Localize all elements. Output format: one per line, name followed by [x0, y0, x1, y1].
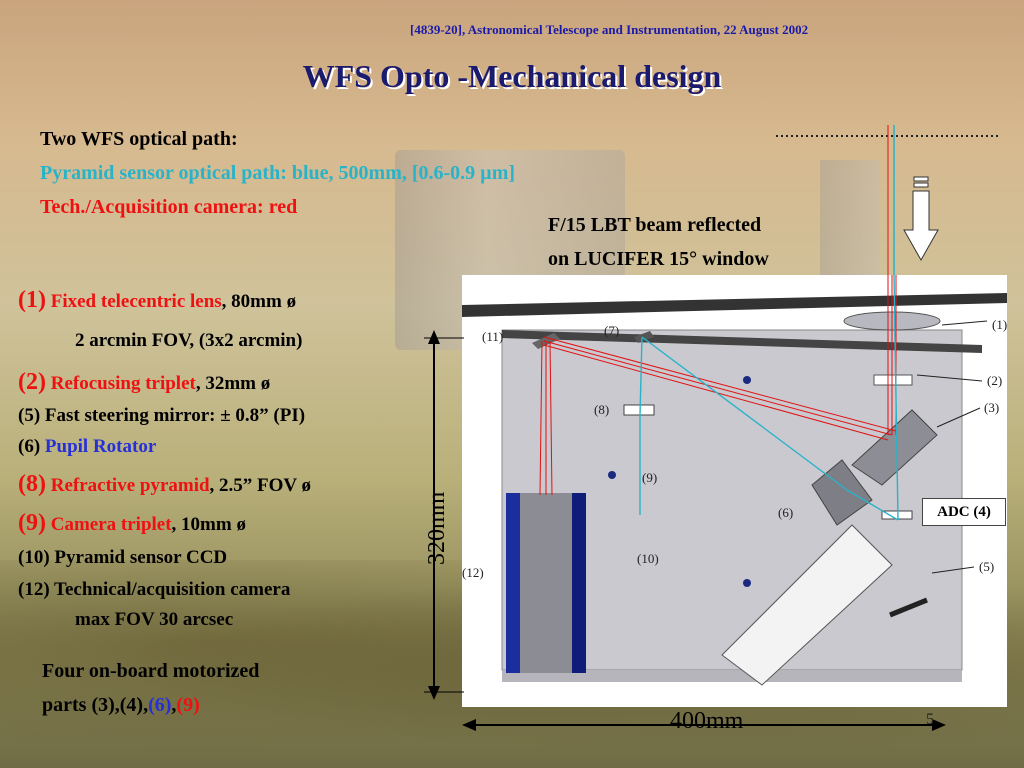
citation: [4839-20], Astronomical Telescope and In…: [410, 22, 809, 37]
beam-line-2: on LUCIFER 15° window: [548, 248, 769, 270]
label-9: (9): [642, 470, 657, 485]
intro-line-3: Tech./Acquisition camera: red: [40, 196, 297, 219]
beam-line-1: F/15 LBT beam reflected: [548, 214, 762, 236]
height-label: 320mm: [424, 491, 450, 565]
bench-hole: [608, 471, 616, 479]
intro-line-2: Pyramid sensor optical path: blue, 500mm…: [40, 162, 515, 185]
bench-hole: [743, 376, 751, 384]
component-5: (5) Fast steering mirror: ± 0.8” (PI): [18, 405, 306, 426]
steering-mirror: [889, 597, 928, 618]
label-8: (8): [594, 402, 609, 417]
tech-camera-edge: [572, 493, 586, 673]
beam-marker: [913, 176, 929, 182]
component-10: (10) Pyramid sensor CCD: [18, 547, 228, 568]
adc-label: ADC (4): [922, 498, 1006, 526]
top-rail: [462, 293, 1007, 317]
component-9: (9) Camera triplet, 10mm ø: [18, 510, 246, 536]
label-12: (12): [462, 565, 484, 580]
down-arrow-icon: [903, 190, 939, 262]
height-dimension: [424, 330, 464, 700]
refractive-pyramid: [623, 404, 655, 416]
motorized-line-2: parts (3),(4),(6),(9): [42, 694, 200, 716]
label-3: (3): [984, 400, 999, 415]
label-2: (2): [987, 373, 1002, 388]
upper-rail: [502, 330, 982, 353]
pupil-rotator: [811, 459, 873, 526]
motorized-line-1: Four on-board motorized: [42, 660, 260, 682]
component-1-detail: 2 arcmin FOV, (3x2 arcmin): [75, 330, 303, 351]
width-dimension: [462, 719, 946, 731]
component-6: (6) Pupil Rotator: [18, 436, 157, 457]
tech-camera-side: [506, 493, 520, 673]
bench-base: [502, 670, 962, 682]
refocusing-triplet: [873, 374, 913, 386]
width-label: 400mm: [670, 708, 744, 734]
component-12: (12) Technical/acquisition camera: [18, 579, 291, 600]
component-1: (1) Fixed telecentric lens, 80mm ø: [18, 287, 297, 313]
blue-beam-path: [639, 274, 899, 521]
label-5: (5): [979, 559, 994, 574]
page-number: 5: [926, 711, 934, 728]
label-10: (10): [637, 551, 659, 566]
pyramid-path-value: blue, 500mm, [0.6-0.9 µm]: [291, 162, 516, 184]
pyramid-ccd-body: [721, 524, 893, 686]
slide-title: WFS Opto -Mechanical design: [302, 58, 722, 94]
pyramid-path-label: Pyramid sensor optical path:: [40, 162, 292, 184]
tech-camera-path: Tech./Acquisition camera: red: [40, 196, 298, 218]
camera-triplet: [881, 510, 913, 520]
bench-hole: [743, 579, 751, 587]
component-8: (8) Refractive pyramid, 2.5” FOV ø: [18, 471, 312, 497]
intro-line-1: Two WFS optical path:: [40, 128, 238, 150]
label-6: (6): [778, 505, 793, 520]
label-11: (11): [482, 329, 503, 344]
label-1: (1): [992, 317, 1007, 332]
optical-layout-diagram: (1) (2) (3) (5) (6) (7) (8) (9) (10) (11…: [462, 274, 1007, 707]
red-beam-path: [539, 275, 897, 496]
component-2: (2) Refocusing triplet, 32mm ø: [18, 369, 271, 395]
mirror-7: [634, 331, 654, 343]
beam-indicator: [776, 125, 1000, 275]
optical-layout-svg: (1) (2) (3) (5) (6) (7) (8) (9) (10) (11…: [462, 274, 1007, 686]
label-7: (7): [604, 323, 619, 338]
component-12-fov: max FOV 30 arcsec: [75, 609, 234, 630]
background-tower: [820, 160, 880, 280]
